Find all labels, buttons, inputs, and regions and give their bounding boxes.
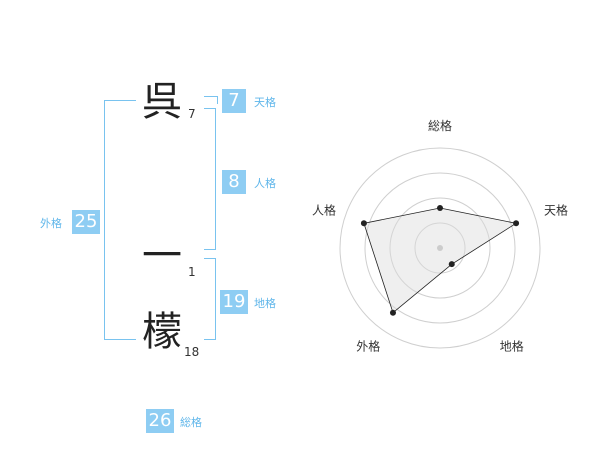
radar-points [360,205,520,316]
tenkaku-label: 天格 [254,96,276,109]
stroke-count-3: 18 [184,345,200,359]
radar-value-polygon [363,207,518,314]
chikaku-badge: 19 [220,290,248,314]
radar-point [513,220,520,227]
radar-ring [364,172,516,324]
radar-axis-label: 外格 [356,339,380,354]
stroke-count-2: 1 [188,265,196,279]
radar-point [360,220,367,227]
jinkaku-badge: 8 [222,170,246,194]
soukaku-label: 総格 [180,416,202,429]
soukaku-badge: 26 [146,409,174,433]
name-char-1: 呉 [142,79,182,125]
jinkaku-bracket [204,108,216,250]
name-char-2: 一 [142,233,182,279]
radar-point [448,261,455,268]
stroke-count-1: 7 [188,107,196,121]
radar-point [389,309,396,316]
chikaku-label: 地格 [254,297,276,310]
tenkaku-badge: 7 [222,89,246,113]
gaikaku-badge: 25 [72,210,100,234]
radar-rings [339,147,541,349]
radar-axis-label: 天格 [544,202,568,217]
radar-center-dot [437,245,443,251]
chikaku-bracket [204,258,216,340]
gaikaku-bracket [104,100,136,340]
radar-axis-label: 人格 [312,202,336,217]
radar-point [437,205,443,211]
radar-ring [389,197,491,299]
name-char-3: 檬 [142,309,182,355]
radar-ring [414,222,466,274]
radar-axis-label: 総格 [428,118,452,133]
radar-ring [339,147,541,349]
radar-axis-label: 地格 [500,339,524,354]
jinkaku-label: 人格 [254,177,276,190]
gaikaku-label: 外格 [40,217,62,230]
tenkaku-bracket [204,96,218,104]
